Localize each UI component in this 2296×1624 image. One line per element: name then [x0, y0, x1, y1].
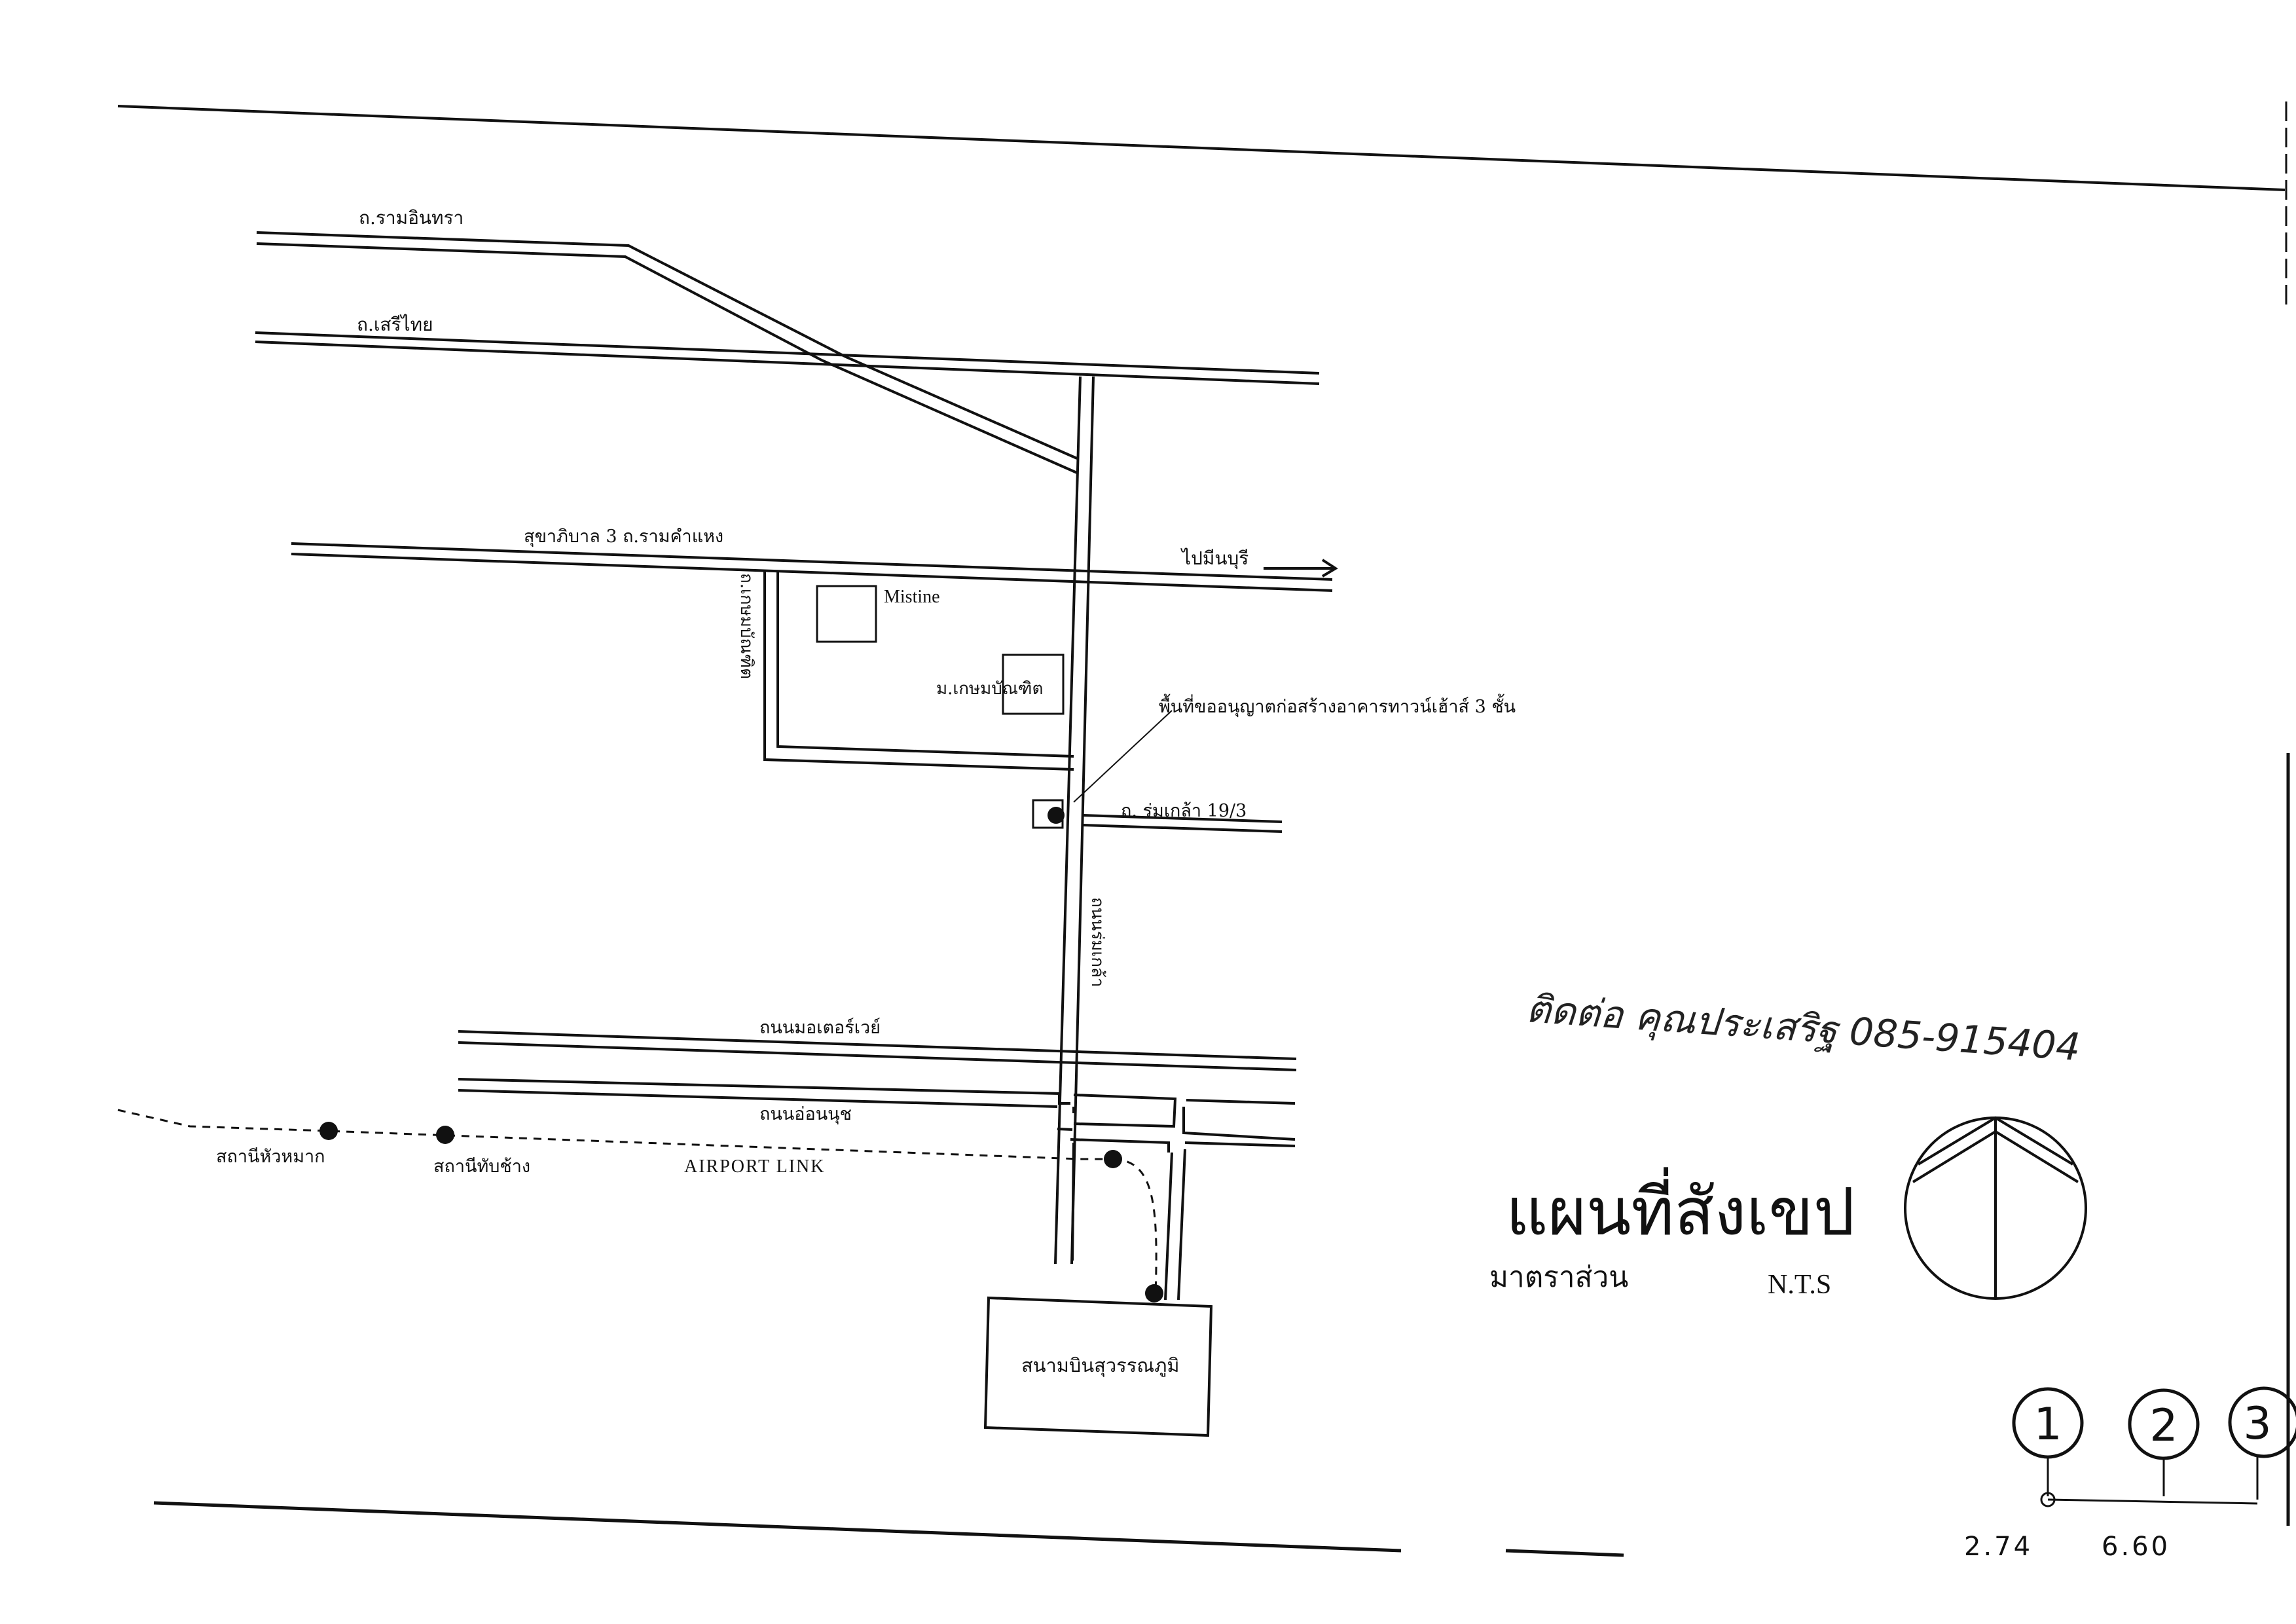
- svg-text:2: 2: [2149, 1400, 2178, 1452]
- station-thap-chang-icon: [436, 1126, 454, 1144]
- label-romklao-19-3: ถ. ร่มเกล้า 19/3: [1121, 801, 1247, 821]
- road-motorway: [458, 1030, 1297, 1071]
- label-hua-mak: สถานีหัวหมาก: [216, 1147, 325, 1167]
- label-airport-link: AIRPORT LINK: [684, 1156, 825, 1177]
- road-sukhaphiban3: [291, 542, 1333, 592]
- road-romklao-19-3: [1083, 814, 1283, 833]
- road-on-nut: [458, 1078, 1296, 1301]
- label-airport: สนามบินสุวรรณภูมิ: [1021, 1354, 1179, 1377]
- north-arrow-icon: [1904, 1116, 2087, 1300]
- svg-text:1: 1: [2033, 1399, 2062, 1450]
- scale-label: มาตราส่วน: [1489, 1261, 1628, 1294]
- road-ram-inthra: [256, 231, 1078, 474]
- landmark-kasem-bundit: ม.เกษมบัณฑิต: [936, 654, 1065, 715]
- label-motorway: ถนนมอเตอร์เวย์: [759, 1017, 881, 1038]
- label-sukhaphiban3: สุขาภิบาล 3 ถ.รามคำแหง: [524, 526, 723, 547]
- contact-note: ติดต่อ คุณประเสริฐ 085-915404: [1525, 986, 2082, 1071]
- site-marker: พื้นที่ขออนุญาตก่อสร้างอาคารทาวน์เฮ้าส์ …: [1032, 693, 1516, 829]
- landmark-mistine: Mistine: [816, 585, 940, 643]
- label-to-minburi: ไปมีนบุรี: [1180, 547, 1248, 570]
- label-site-note: พื้นที่ขออนุญาตก่อสร้างอาคารทาวน์เฮ้าส์ …: [1159, 693, 1516, 718]
- landmark-airport: สนามบินสุวรรณภูมิ: [983, 1296, 1213, 1437]
- scale-value: N.T.S: [1768, 1270, 1831, 1300]
- label-on-nut: ถนนอ่อนนุช: [759, 1104, 852, 1125]
- label-seri-thai: ถ.เสรีไทย: [357, 314, 433, 335]
- map-title: แผนที่สังเขป: [1506, 1167, 1855, 1250]
- road-romklao: [1054, 376, 1095, 1264]
- dim-label-1: 2.74: [1964, 1532, 2033, 1562]
- label-mistine: Mistine: [884, 587, 940, 607]
- road-seri-thai: [255, 331, 1320, 385]
- grid-bubble-3: 3: [2228, 1386, 2296, 1500]
- grid-bubble-1: 1: [2012, 1387, 2084, 1507]
- label-thap-chang: สถานีทับช้าง: [433, 1156, 530, 1177]
- label-kasem-bundit: ม.เกษมบัณฑิต: [936, 679, 1043, 699]
- airport-link-line: [117, 1109, 1163, 1302]
- station-link-icon: [1104, 1150, 1122, 1168]
- site-dot-icon: [1048, 807, 1065, 824]
- label-romklao-road: ถนนร่มเกล้า: [1087, 897, 1107, 987]
- grid-dimension-line: 2.74 6.60: [1964, 1498, 2258, 1562]
- station-airport-icon: [1145, 1284, 1163, 1302]
- road-kasem-bundit: [763, 571, 1074, 771]
- svg-text:3: 3: [2243, 1398, 2271, 1450]
- grid-bubble-2: 2: [2128, 1388, 2200, 1496]
- label-ram-inthra: ถ.รามอินทรา: [359, 207, 464, 229]
- label-kasem-bundit-road: ถ.เกษมบัณฑิต: [737, 573, 756, 679]
- station-hua-mak-icon: [319, 1122, 338, 1140]
- dim-label-2: 6.60: [2102, 1532, 2170, 1562]
- arrow-to-minburi: [1264, 559, 1338, 578]
